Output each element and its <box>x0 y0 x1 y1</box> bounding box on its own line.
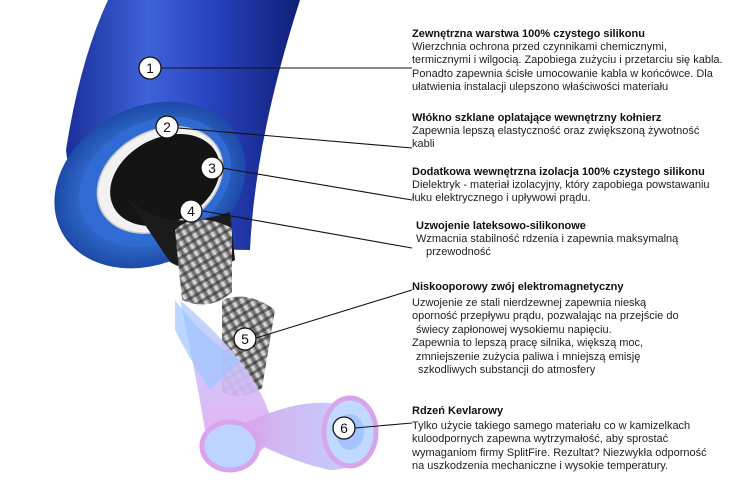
callout-line: świecy zapłonowej wysokiemu napięciu. <box>416 323 612 336</box>
callout-line: Tylko użycie takiego samego materiału co… <box>412 420 691 432</box>
callout-line: Ponadto zapewnia ścisłe umocowanie kabla… <box>412 67 713 80</box>
callout-line: kabli <box>412 138 435 151</box>
callout-marker-3: 3 <box>200 156 224 180</box>
svg-text:2: 2 <box>163 119 171 135</box>
callout-title: Dodatkowa wewnętrzna izolacja 100% czyst… <box>412 166 705 178</box>
callout-line: Dielektryk - materiał izolacyjny, który … <box>412 179 710 191</box>
callout-line: szkodliwych substancji do atmosfery <box>418 364 596 377</box>
svg-text:1: 1 <box>146 60 154 76</box>
callout-marker-5: 5 <box>233 327 257 351</box>
latex-silicone-winding <box>175 219 232 305</box>
callout-block-1: Zewnętrzna warstwa 100% czystego silikon… <box>412 28 748 95</box>
svg-text:4: 4 <box>187 203 195 219</box>
callout-marker-2: 2 <box>155 115 179 139</box>
callout-line: kuloodpornych zapewna wytrzymałość, aby … <box>412 433 669 446</box>
callout-line: Wierzchnia ochrona przed czynnikami chem… <box>412 41 667 53</box>
callout-title: Rdzeń Kevlarowy <box>412 405 504 417</box>
callout-line: na uszkodzenia mechaniczne i wysokie tem… <box>412 460 668 473</box>
leader-lines <box>160 67 413 429</box>
callout-title: Włókno szklane oplatające wewnętrzny koł… <box>412 112 662 124</box>
svg-text:3: 3 <box>208 160 216 176</box>
callout-line: Uzwojenie ze stali nierdzewnej zapewnia … <box>412 297 647 309</box>
callout-line: łuku elektrycznego i upływowi prądu. <box>412 192 591 205</box>
callout-marker-6: 6 <box>332 416 356 440</box>
callout-title: Zewnętrzna warstwa 100% czystego silikon… <box>412 28 645 40</box>
callout-title: Niskooporowy zwój elektromagnetyczny <box>412 281 624 293</box>
callout-block-4: Uzwojenie lateksowo-silikonowe Wzmacnia … <box>412 220 748 260</box>
callout-line: ułatwienia instalacji ulepszono właściwo… <box>412 81 669 94</box>
callout-line: termicznymi i wilgocią. Zapobiega zużyci… <box>412 54 723 67</box>
kevlar-core <box>175 300 379 473</box>
callout-line: Zapewnia to lepszą pracę silnika, większ… <box>412 337 644 350</box>
callout-block-5: Niskooporowy zwój elektromagnetyczny Uzw… <box>412 281 748 377</box>
callout-line: oporność przepływu prądu, pozwalając na … <box>412 310 679 323</box>
callout-line: Zapewnia lepszą elastyczność oraz zwięks… <box>412 125 700 137</box>
svg-text:6: 6 <box>340 420 348 436</box>
callout-block-3: Dodatkowa wewnętrzna izolacja 100% czyst… <box>412 166 748 206</box>
callout-title: Uzwojenie lateksowo-silikonowe <box>416 220 586 232</box>
callout-line: zmniejszenie zużycia paliwa i mniejszą e… <box>416 350 641 363</box>
callout-line: Wzmacnia stabilność rdzenia i zapewnia m… <box>416 233 679 245</box>
callout-marker-4: 4 <box>179 199 203 223</box>
callout-block-2: Włókno szklane oplatające wewnętrzny koł… <box>412 112 748 152</box>
callout-line: wymaganiom firmy SplitFire. Rezultat? Ni… <box>412 446 707 459</box>
callout-block-6: Rdzeń Kevlarowy Tylko użycie takiego sam… <box>412 405 748 474</box>
callout-marker-1: 1 <box>138 56 162 80</box>
callout-line: przewodność <box>426 246 491 259</box>
svg-text:5: 5 <box>241 331 249 347</box>
